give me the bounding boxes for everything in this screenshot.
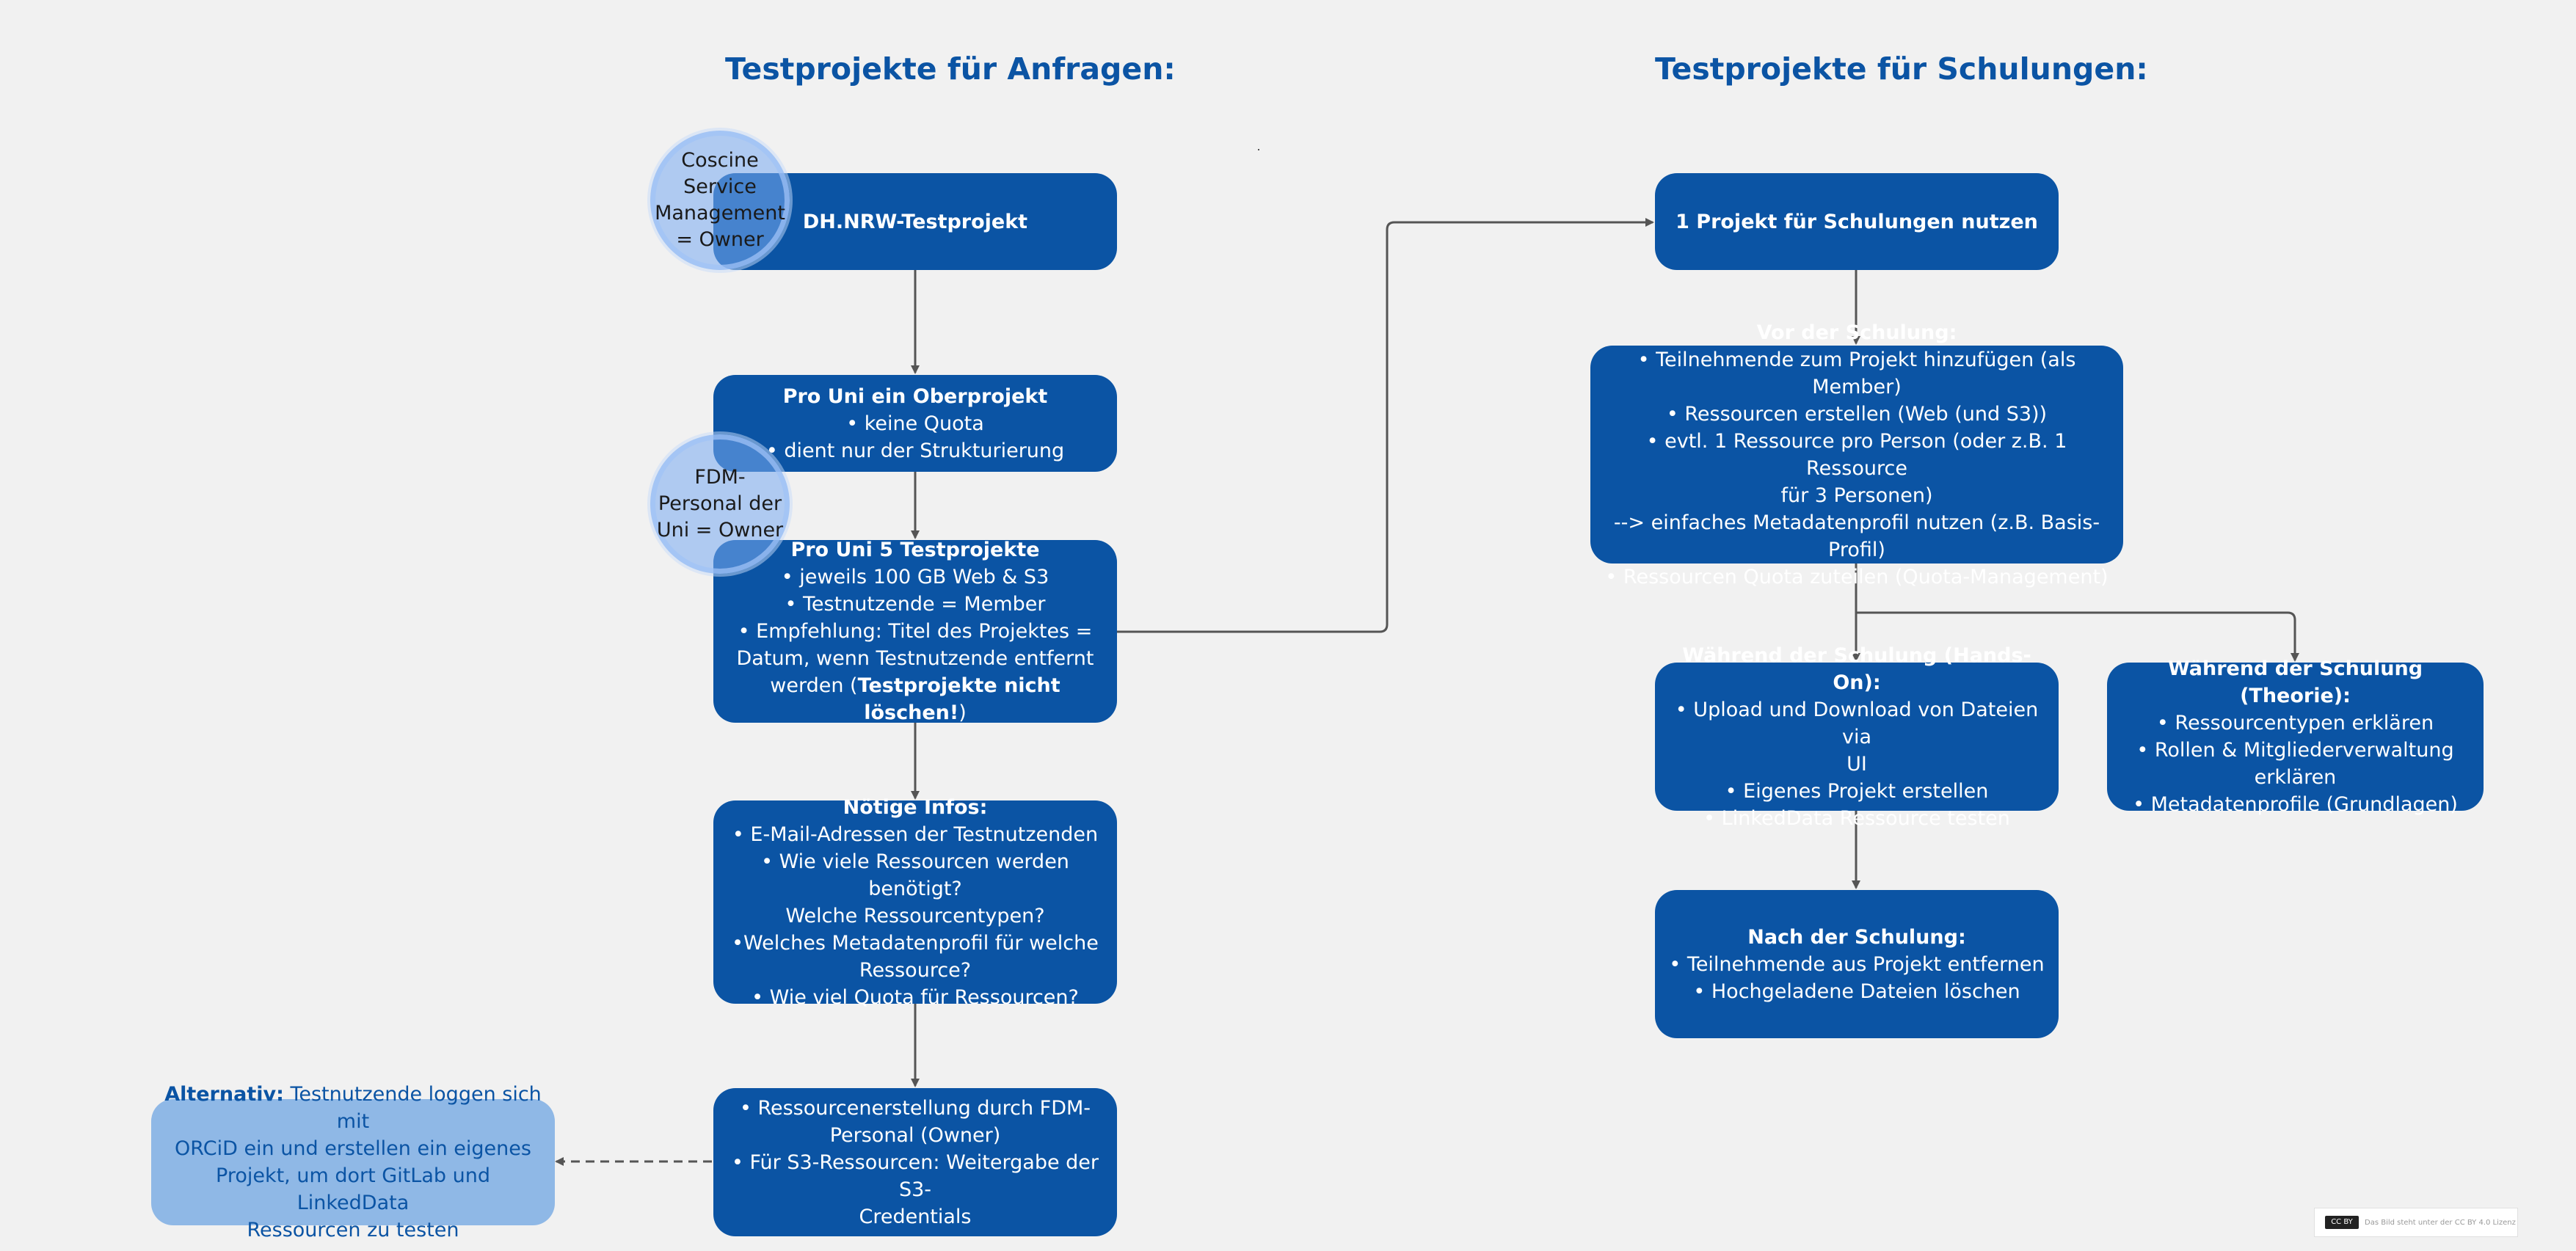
box-item: Projekt, um dort GitLab und LinkedData	[216, 1164, 490, 1214]
box-title: Nötige Infos:	[843, 795, 988, 819]
box-waehrend-hands-on: Während der Schulung (Hands-On): • Uploa…	[1655, 644, 2059, 830]
box-item: • Wie viele Ressourcen werden benötigt?	[761, 850, 1069, 900]
box-item: • Wie viel Quota für Ressourcen?	[752, 985, 1079, 1009]
box-title: 1 Projekt für Schulungen nutzen	[1676, 210, 2038, 233]
box-title: Pro Uni ein Oberprojekt	[782, 384, 1048, 408]
box-title: Nach der Schulung:	[1747, 925, 1966, 949]
box-alternativ: Alternativ: Testnutzende loggen sich mit…	[151, 1083, 555, 1241]
box-item: • E-Mail-Adressen der Testnutzenden	[732, 823, 1099, 846]
box-item: UI	[1847, 752, 1867, 776]
box-vor-der-schulung: Vor der Schulung: • Teilnehmende zum Pro…	[1590, 321, 2123, 588]
box-projekt-schulungen: 1 Projekt für Schulungen nutzen	[1655, 173, 2059, 270]
box-item: • keine Quota	[846, 412, 984, 435]
box-item: ORCiD ein und erstellen ein eigenes	[175, 1137, 531, 1160]
circle-coscine-owner: Coscine Service Management = Owner	[650, 131, 790, 270]
box-item-last-suffix: )	[958, 701, 967, 724]
circle-line: Uni = Owner	[656, 519, 784, 541]
box-item: • jeweils 100 GB Web & S3	[781, 566, 1049, 588]
circle-fdm-owner: FDM- Personal der Uni = Owner	[650, 434, 790, 574]
box-item-last-prefix: werden (	[770, 674, 858, 697]
box-item: Welche Ressourcentypen?	[785, 904, 1045, 927]
box-testprojekte: Pro Uni 5 Testprojekte • jeweils 100 GB …	[713, 539, 1117, 726]
circle-line: FDM-	[694, 466, 746, 489]
box-item: • dient nur der Strukturierung	[765, 439, 1065, 462]
box-item: für 3 Personen)	[1780, 484, 1933, 507]
box-item: • evtl. 1 Ressource pro Person (oder z.B…	[1646, 429, 2067, 480]
heading-anfragen: Testprojekte für Anfragen:	[725, 51, 1176, 87]
box-item: Ressourcen zu testen	[247, 1219, 459, 1241]
license-badge: CC BY Das Bild steht unter der CC BY 4.0…	[2314, 1208, 2518, 1237]
box-title: DH.NRW-Testprojekt	[802, 210, 1028, 233]
box-item: • Empfehlung: Titel des Projektes =	[738, 620, 1093, 643]
cc-license-icon: CC BY	[2325, 1216, 2359, 1229]
circle-line: Coscine	[681, 149, 759, 172]
box-nach-der-schulung: Nach der Schulung: • Teilnehmende aus Pr…	[1655, 890, 2059, 1038]
alternativ-label: Alternativ:	[164, 1083, 284, 1106]
box-item: erklären	[2254, 766, 2337, 789]
box-noetige-infos: Nötige Infos: • E-Mail-Adressen der Test…	[713, 796, 1117, 1009]
box-item: Datum, wenn Testnutzende entfernt	[736, 647, 1094, 670]
box-item-first: Alternativ: Testnutzende loggen sich mit	[164, 1081, 542, 1135]
license-text: Das Bild steht unter der CC BY 4.0 Lizen…	[2365, 1218, 2516, 1227]
box-ressourcenerstellung: • Ressourcenerstellung durch FDM- Person…	[713, 1088, 1117, 1236]
arrow-testprojekte-to-schulungsprojekt	[1117, 218, 1654, 633]
box-item: • Ressourcen erstellen (Web (und S3))	[1666, 402, 2048, 426]
arrow-vor-to-theorie	[1856, 611, 2299, 662]
box-waehrend-theorie: Während der Schulung (Theorie): • Ressou…	[2107, 657, 2484, 816]
box-item: • Testnutzende = Member	[785, 593, 1046, 616]
box-item: Ressource?	[859, 958, 972, 982]
circle-line: = Owner	[676, 228, 764, 251]
box-item: •Welches Metadatenprofil für welche	[732, 931, 1099, 955]
box-item: Credentials	[859, 1205, 972, 1228]
box-item: • Für S3-Ressourcen: Weitergabe der S3-	[731, 1150, 1099, 1201]
box-item: • Ressourcen Quota zuteilen (Quota-Manag…	[1605, 565, 2109, 588]
box-item: • Rollen & Mitgliederverwaltung	[2136, 739, 2454, 762]
box-item: Personal (Owner)	[829, 1123, 1001, 1147]
heading-schulungen: Testprojekte für Schulungen:	[1655, 51, 2148, 87]
box-title: Pro Uni 5 Testprojekte	[790, 539, 1040, 561]
box-item: --> einfaches Metadatenprofil nutzen (z.…	[1613, 511, 2100, 561]
box-item-last: werden (Testprojekte nicht löschen!)	[727, 672, 1104, 726]
box-item: • Ressourcenerstellung durch FDM-	[739, 1096, 1091, 1120]
box-item: • Hochgeladene Dateien löschen	[1693, 980, 2020, 1003]
box-item: • Teilnehmende zum Projekt hinzufügen (a…	[1637, 348, 2076, 398]
box-title: Vor der Schulung:	[1756, 321, 1957, 344]
circle-line: Personal der	[658, 492, 782, 515]
box-title: Während der Schulung (Hands-On):	[1682, 643, 2031, 694]
alternativ-first-text: Testnutzende loggen sich mit	[283, 1083, 542, 1133]
stray-dot	[1258, 149, 1259, 150]
box-item: • LinkedData Ressource testen	[1703, 806, 2010, 830]
box-oberprojekt: Pro Uni ein Oberprojekt • keine Quota • …	[713, 375, 1117, 472]
box-item: • Metadatenprofile (Grundlagen)	[2133, 793, 2458, 816]
circle-line: Management	[655, 202, 785, 225]
box-item: • Ressourcentypen erklären	[2156, 712, 2434, 734]
box-item-last-bold: Testprojekte nicht löschen!	[857, 674, 1060, 724]
circle-line: Service	[683, 175, 757, 198]
box-title: Während der Schulung (Theorie):	[2167, 657, 2423, 707]
box-item: • Teilnehmende aus Projekt entfernen	[1669, 952, 2045, 976]
box-item: • Upload und Download von Dateien via	[1675, 698, 2039, 748]
box-item: • Eigenes Projekt erstellen	[1725, 779, 1989, 803]
